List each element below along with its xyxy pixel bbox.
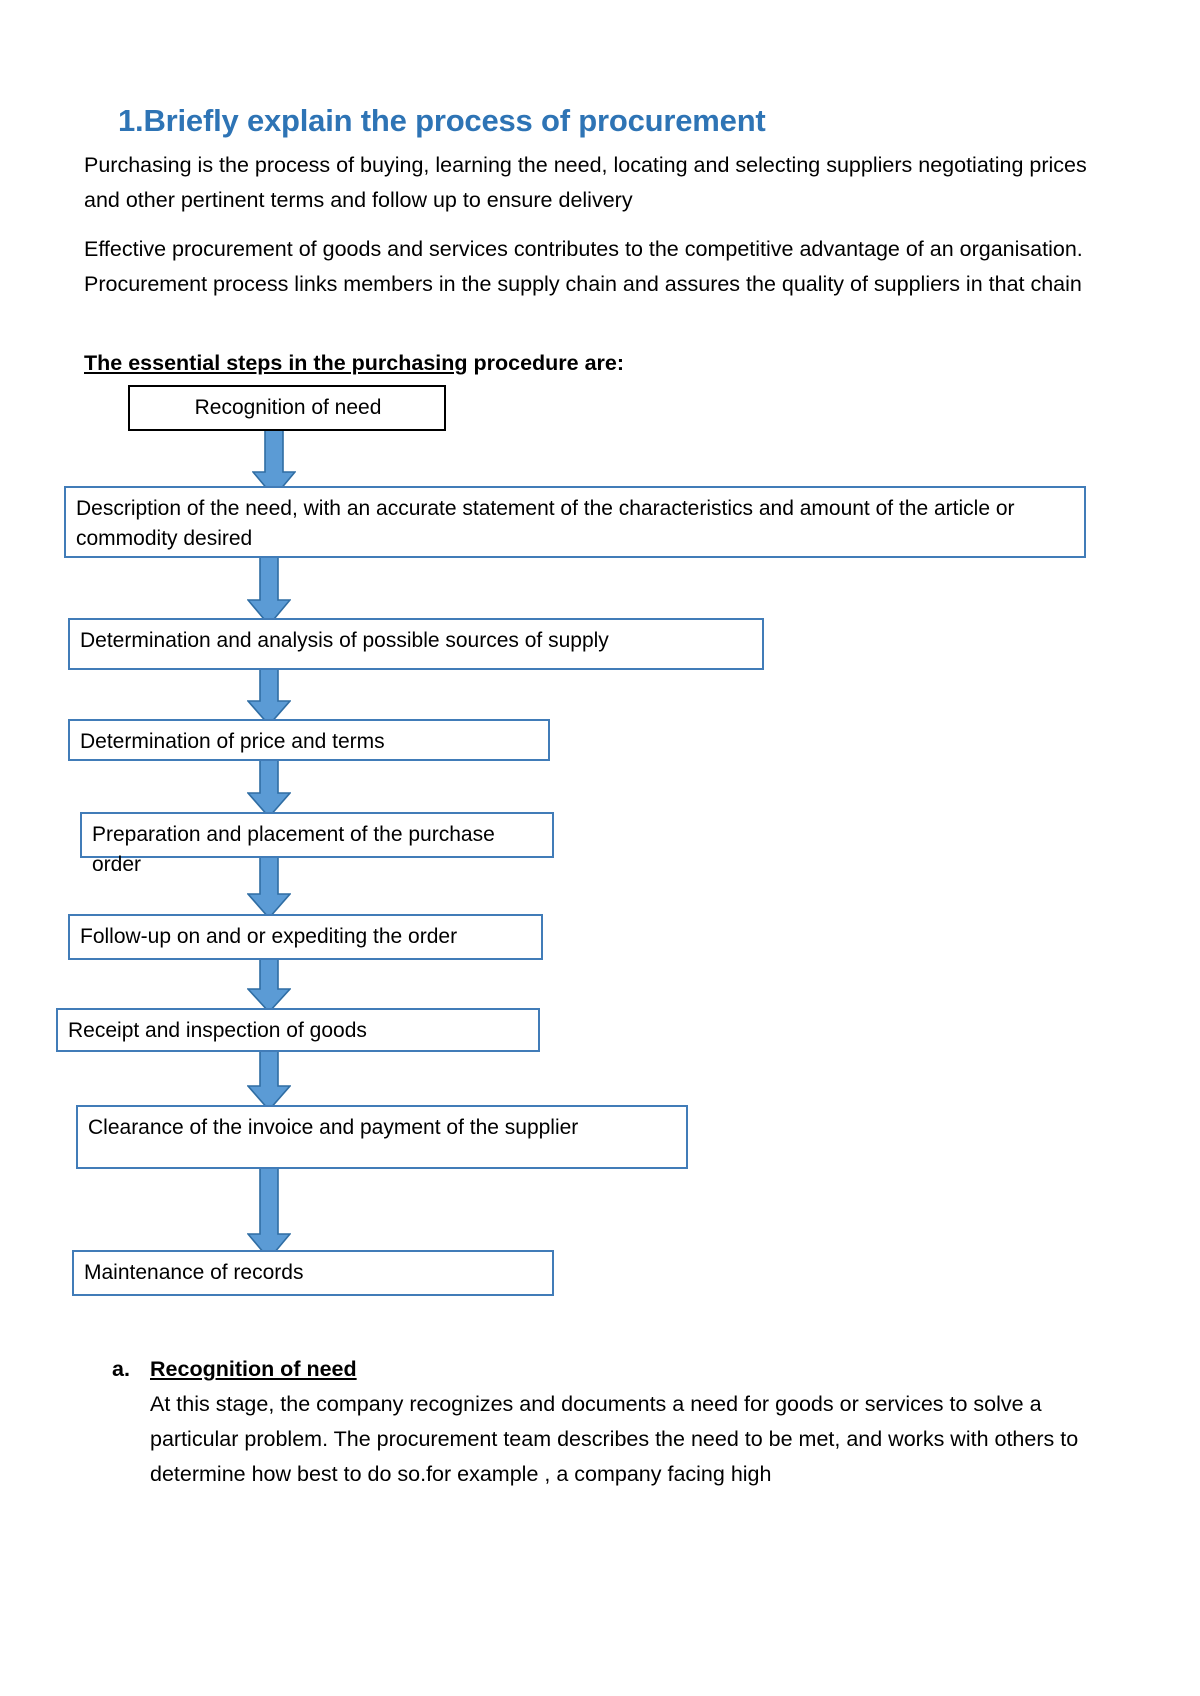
flow-arrow-6 (247, 955, 291, 1013)
detail-list: a. Recognition of need At this stage, th… (112, 1352, 1102, 1492)
flow-arrow-3 (247, 664, 291, 726)
list-item-marker: a. (112, 1357, 130, 1381)
flow-step-label: Determination of price and terms (80, 730, 385, 753)
flow-arrow-7 (247, 1047, 291, 1111)
flow-step-label: Clearance of the invoice and payment of … (88, 1116, 579, 1139)
flow-step-maintenance-of-records[interactable]: Maintenance of records (72, 1250, 554, 1296)
flow-step-receipt-inspection[interactable]: Receipt and inspection of goods (56, 1008, 540, 1052)
flow-step-label: Maintenance of records (84, 1261, 304, 1284)
page-title: 1.Briefly explain the process of procure… (118, 103, 766, 138)
flow-step-label: Receipt and inspection of goods (68, 1019, 367, 1042)
flow-arrow-2 (247, 552, 291, 626)
list-item-title: Recognition of need (150, 1357, 357, 1381)
intro-paragraph-1: Purchasing is the process of buying, lea… (84, 153, 1087, 212)
list-item-body: At this stage, the company recognizes an… (150, 1392, 1079, 1486)
intro-paragraph-2: Effective procurement of goods and servi… (84, 237, 1083, 296)
flow-arrow-4 (247, 756, 291, 818)
flow-step-purchase-order[interactable]: Preparation and placement of the purchas… (80, 812, 554, 876)
lead-in-plain: procedure are: (467, 351, 625, 375)
flow-step-label: Preparation and placement of the purchas… (92, 823, 495, 876)
flow-step-price-and-terms[interactable]: Determination of price and terms (68, 719, 550, 761)
flow-step-follow-up[interactable]: Follow-up on and or expediting the order (68, 914, 543, 960)
flow-step-label: Determination and analysis of possible s… (80, 629, 609, 652)
flow-step-sources-of-supply[interactable]: Determination and analysis of possible s… (68, 618, 764, 670)
flow-step-recognition-of-need[interactable]: Recognition of need (128, 385, 446, 431)
flow-step-invoice-clearance[interactable]: Clearance of the invoice and payment of … (76, 1105, 688, 1169)
flow-step-label: Description of the need, with an accurat… (76, 497, 1015, 550)
list-item: a. Recognition of need (112, 1352, 1102, 1387)
flowchart-lead-in: The essential steps in the purchasing pr… (84, 348, 624, 378)
flow-step-description-of-need[interactable]: Description of the need, with an accurat… (64, 486, 1086, 558)
lead-in-underlined: The essential steps in the purchasing (84, 351, 468, 375)
flow-step-label: Recognition of need (194, 396, 382, 419)
flow-arrow-5 (247, 853, 291, 919)
flow-step-label: Follow-up on and or expediting the order (80, 925, 458, 948)
flow-arrow-8 (247, 1164, 291, 1260)
